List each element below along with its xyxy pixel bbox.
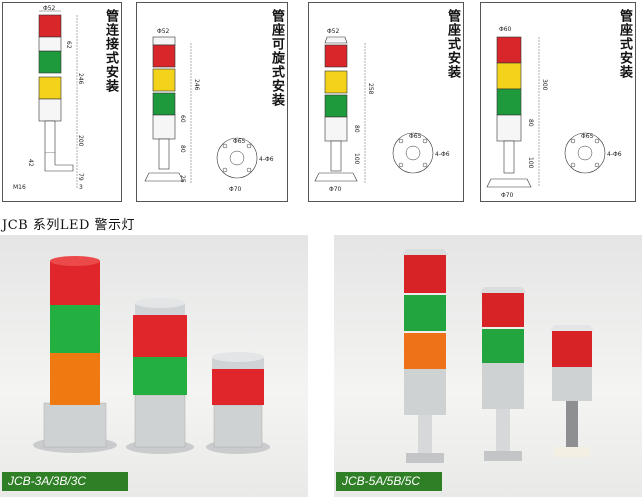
technical-drawing bbox=[38, 10, 78, 188]
technical-drawing bbox=[486, 36, 606, 188]
drawing-panel-rotatable-base: Φ52 246 60 80 25 Φ65 4-Φ6 Φ70 管座可旋式安装 bbox=[136, 2, 288, 202]
install-type-title: 管座可旋式安装 bbox=[269, 9, 284, 107]
tower-lights-illustration bbox=[402, 249, 594, 463]
model-label: JCB-3A/3B/3C bbox=[2, 472, 128, 491]
install-type-title: 管座式安装 bbox=[445, 9, 460, 79]
technical-drawing bbox=[144, 36, 258, 183]
drawing-panel-pipe-connection: Φ52 62 246 200 42 79 3 M16 管连接式安装 bbox=[2, 2, 122, 202]
install-type-title: 管连接式安装 bbox=[103, 9, 118, 93]
tower-lights-illustration bbox=[33, 256, 270, 454]
technical-drawing bbox=[314, 36, 434, 183]
product-photo-jcb-3: JCB-3A/3B/3C bbox=[0, 235, 308, 497]
drawing-panel-base-mount: Φ52 258 80 100 Φ65 4-Φ6 Φ70 管座式安装 bbox=[308, 2, 464, 202]
install-type-title: 管座式安装 bbox=[617, 9, 632, 79]
product-photo-jcb-5: JCB-5A/5B/5C bbox=[334, 235, 642, 497]
series-title: JCB 系列LED 警示灯 bbox=[2, 218, 136, 233]
model-label: JCB-5A/5B/5C bbox=[336, 472, 442, 491]
drawing-panel-base-mount-large: Φ60 300 80 100 Φ65 4-Φ6 Φ70 管座式安装 bbox=[480, 2, 636, 202]
